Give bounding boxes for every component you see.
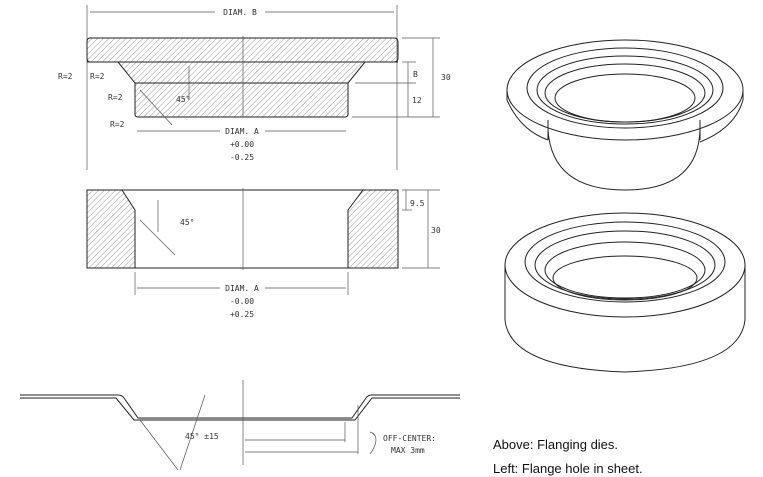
diam-b-label: DIAM. B: [223, 8, 257, 17]
dim-total-label: 30: [431, 226, 441, 235]
angle-label: 45°: [176, 95, 190, 104]
radius-label: R=2: [58, 72, 73, 81]
radius-label: R=2: [110, 120, 125, 129]
dim-b-label: B: [413, 70, 418, 79]
dim-chamfer-label: 9.5: [410, 199, 425, 208]
caption-above: Above: Flanging dies.: [493, 437, 619, 452]
angle-label: 45°: [180, 218, 194, 227]
caption-left: Left: Flange hole in sheet.: [493, 461, 643, 476]
flanging-die-3d-bottom: [504, 212, 746, 373]
dim-12-label: 12: [412, 96, 422, 105]
flanging-die-3d-top: [506, 39, 744, 191]
tolerance-lower: -0.25: [230, 153, 254, 162]
top-die-section: DIAM. B R=2 R=2 R=2 R=2 45° B 30 12 DIAM…: [58, 5, 451, 170]
dim-total-label: 30: [441, 73, 451, 82]
tolerance-lower: +0.25: [230, 310, 254, 319]
tolerance-upper: +0.00: [230, 140, 254, 149]
bottom-die-section: 45° 9.5 30 DIAM. A -0.00 +0.25: [86, 188, 441, 319]
off-center-max-label: MAX 3mm: [391, 446, 425, 455]
diam-a-label: DIAM. A: [225, 127, 259, 136]
tolerance-upper: -0.00: [230, 297, 254, 306]
radius-label: R=2: [108, 93, 123, 102]
off-center-label: OFF-CENTER:: [383, 434, 436, 443]
diam-a-label: DIAM. A: [225, 284, 259, 293]
flange-sheet-section: 45° ±15 OFF-CENTER: MAX 3mm: [20, 380, 460, 471]
angle-tolerance-label: 45° ±15: [185, 432, 219, 441]
radius-label: R=2: [90, 72, 105, 81]
